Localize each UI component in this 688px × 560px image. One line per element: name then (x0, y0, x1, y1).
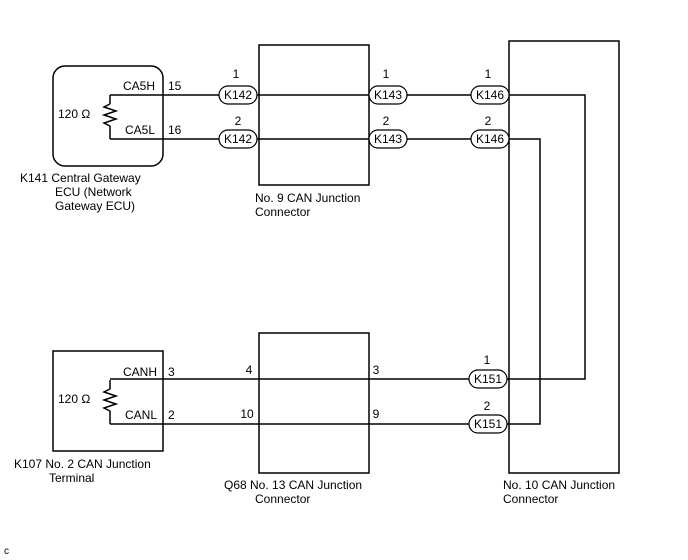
connector-k143-1-label: K143 (374, 88, 402, 102)
junction-13-label-line1: Q68 No. 13 CAN Junction (224, 478, 362, 492)
k141-pin-low-name: CA5L (125, 123, 155, 137)
junction-13-box (258, 332, 370, 474)
k141-resistor-icon (101, 103, 119, 127)
connector-k142-2-label: K142 (224, 132, 252, 146)
k141-label-line3: Gateway ECU) (55, 199, 135, 213)
junction-10-label-line1: No. 10 CAN Junction (503, 478, 615, 492)
j13-right-pin-1: 3 (373, 363, 380, 377)
connector-k146-1 (470, 85, 510, 105)
k107-pin-high-num: 3 (168, 365, 175, 379)
k141-pin-low-num: 16 (168, 123, 182, 137)
connector-k146-2-label: K146 (476, 132, 504, 146)
k141-pin-high-name: CA5H (123, 79, 155, 93)
k107-pin-low-name: CANL (125, 408, 157, 422)
wire-j10-internal-high (509, 94, 586, 380)
connector-k142-2 (218, 129, 258, 149)
k141-label-line1: K141 Central Gateway (20, 171, 141, 185)
j9-right-pin-2: 2 (383, 114, 390, 128)
connector-k142-1-label: K142 (224, 88, 252, 102)
connector-k143-2 (368, 129, 408, 149)
connector-k151-1-label: K151 (474, 372, 502, 386)
junction-9-label-line1: No. 9 CAN Junction (255, 191, 360, 205)
k107-resistance: 120 Ω (58, 392, 90, 406)
junction-13-label-line2: Connector (255, 492, 310, 506)
j9-left-pin-1: 1 (233, 67, 240, 81)
junction-10-label-line2: Connector (503, 492, 558, 506)
j9-left-pin-2: 2 (235, 114, 242, 128)
connector-k146-1-label: K146 (476, 88, 504, 102)
j10-bottom-pin-2: 2 (484, 399, 491, 413)
k107-pin-low-num: 2 (168, 408, 175, 422)
j9-right-pin-1: 1 (383, 67, 390, 81)
k141-resistance: 120 Ω (58, 107, 90, 121)
connector-k142-1 (218, 85, 258, 105)
k107-resistor-icon (101, 388, 119, 412)
j13-left-pin-2: 10 (240, 407, 254, 421)
j10-bottom-pin-1: 1 (484, 353, 491, 367)
connector-k151-2-label: K151 (474, 417, 502, 431)
k107-terminal-box (52, 350, 164, 452)
j13-right-pin-2: 9 (373, 407, 380, 421)
j10-top-pin-1: 1 (485, 67, 492, 81)
connector-k143-2-label: K143 (374, 132, 402, 146)
connector-k151-2 (468, 414, 508, 434)
k141-label-line2: ECU (Network (55, 185, 133, 199)
connector-k151-1 (468, 369, 508, 389)
k107-label-line1: K107 No. 2 CAN Junction (14, 457, 151, 471)
connector-k146-2 (470, 129, 510, 149)
k107-pin-high-name: CANH (123, 365, 157, 379)
k141-pin-high-num: 15 (168, 79, 182, 93)
connector-k143-1 (368, 85, 408, 105)
junction-10-box (508, 40, 620, 474)
junction-9-box (258, 44, 370, 186)
k107-label-line2: Terminal (49, 471, 94, 485)
junction-9-label-line2: Connector (255, 205, 310, 219)
j10-top-pin-2: 2 (485, 114, 492, 128)
corner-mark: c (4, 546, 9, 557)
j13-left-pin-1: 4 (246, 363, 253, 377)
wire-j10-internal-low (509, 138, 541, 425)
